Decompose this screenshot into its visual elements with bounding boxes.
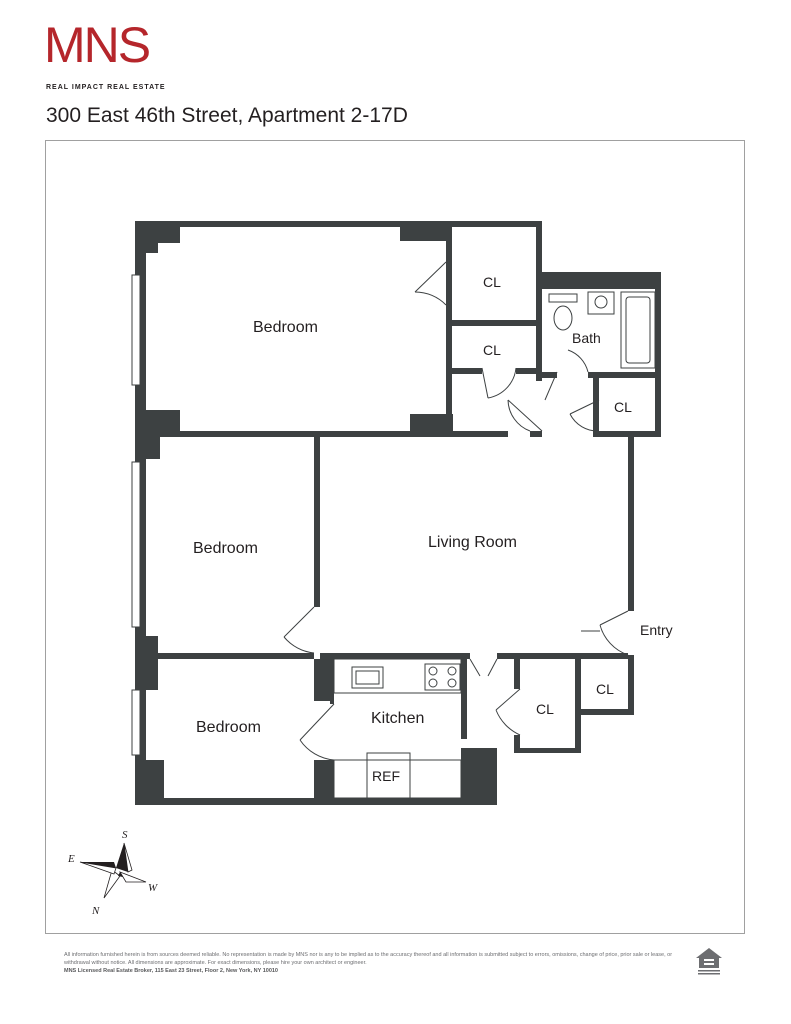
brand-logo: MNS: [44, 17, 151, 73]
label-bedroom-3: Bedroom: [196, 719, 261, 736]
label-closet-4: CL: [596, 681, 614, 697]
label-bedroom-1: Bedroom: [253, 319, 318, 336]
footer-disclaimer: All information furnished herein is from…: [64, 951, 674, 975]
compass-e: E: [67, 853, 75, 865]
compass-w: W: [148, 882, 158, 894]
label-bath: Bath: [572, 330, 601, 346]
label-kitchen: Kitchen: [371, 710, 424, 727]
compass-rose-icon: S E W N: [67, 829, 158, 917]
compass-n: N: [91, 905, 100, 917]
brand-tagline: REAL IMPACT REAL ESTATE: [46, 84, 166, 91]
label-entry: Entry: [640, 622, 673, 638]
equal-housing-opportunity-icon: [696, 948, 722, 975]
compass-s: S: [122, 829, 128, 841]
doors: [283, 261, 629, 761]
kitchen-fixtures: [333, 658, 462, 799]
label-living-room: Living Room: [428, 534, 517, 551]
windows: [131, 274, 141, 756]
label-closet-3: CL: [614, 399, 632, 415]
label-bedroom-2: Bedroom: [193, 540, 258, 557]
label-ref: REF: [372, 768, 400, 784]
broker-info: MNS Licensed Real Estate Broker, 115 Eas…: [64, 968, 278, 974]
label-closet-2: CL: [483, 342, 501, 358]
bath-fixtures: [548, 291, 656, 369]
wall-top: [135, 221, 541, 227]
floorplan-frame: [45, 140, 745, 934]
disclaimer-text: All information furnished herein is from…: [64, 952, 673, 966]
listing-address: 300 East 46th Street, Apartment 2-17D: [46, 104, 408, 127]
label-closet-5: CL: [536, 701, 554, 717]
label-closet-1: CL: [483, 274, 501, 290]
